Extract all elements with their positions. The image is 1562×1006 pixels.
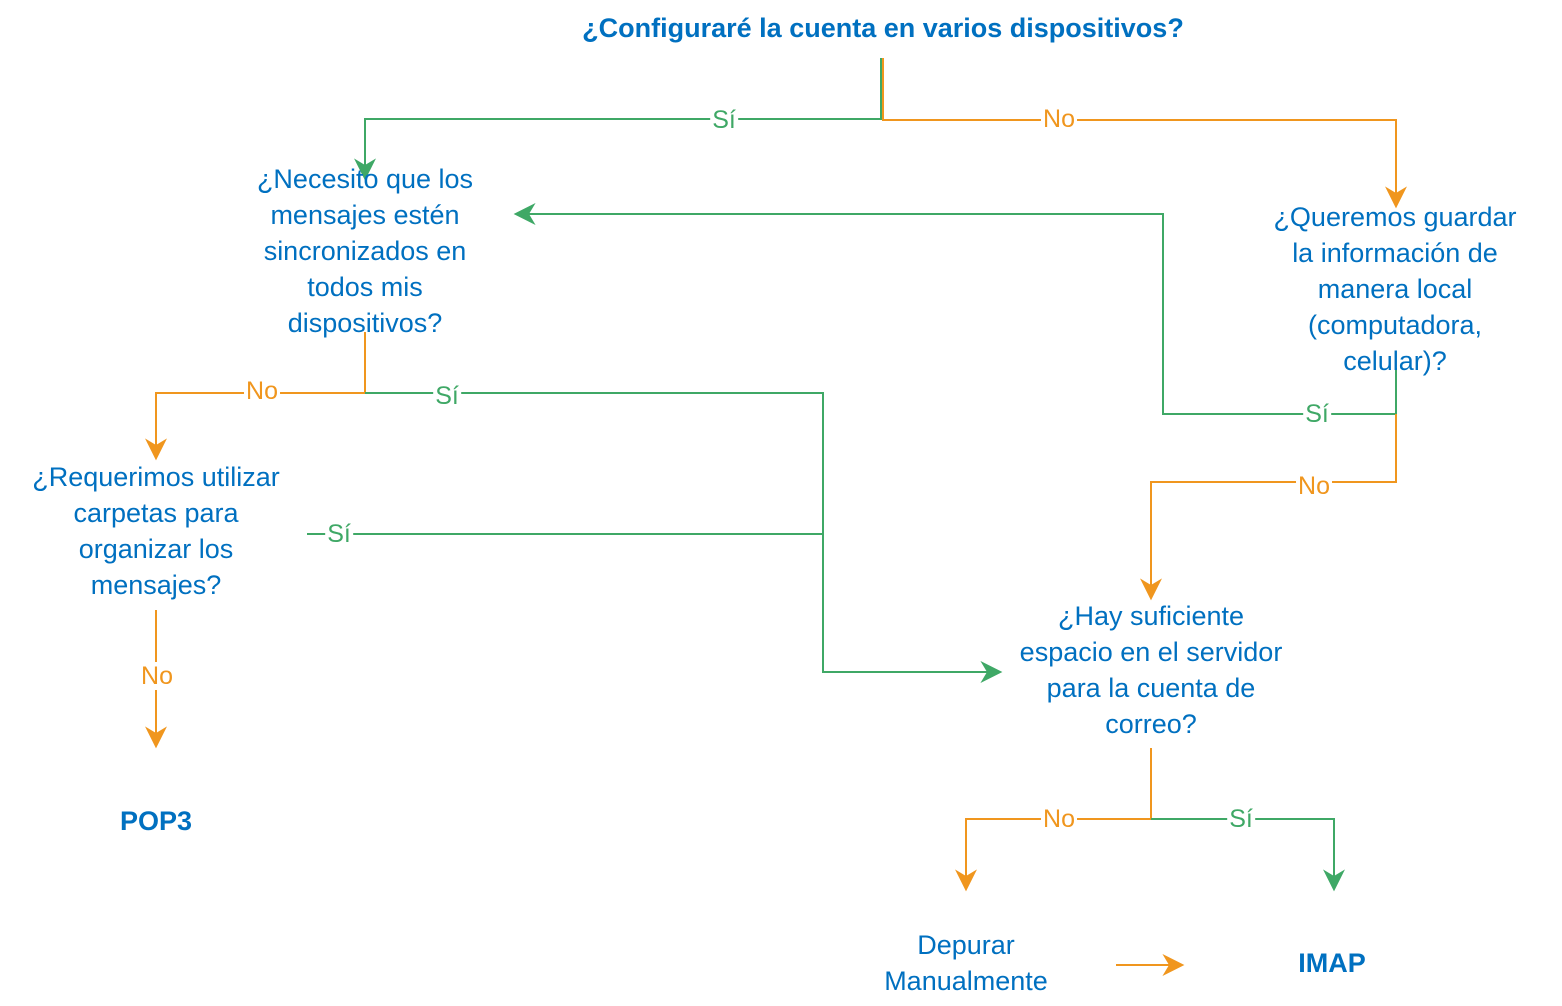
edge-label-q3-yes: Sí [1303, 400, 1331, 428]
edge-q1-no-to-q3 [882, 58, 1407, 209]
edge-label-q2-no: No [244, 377, 280, 405]
edge-label-q1-yes: Sí [710, 106, 738, 134]
node-q1-multiple-devices: ¿Configuraré la cuenta en varios disposi… [582, 13, 1184, 43]
node-pop3: POP3 [119, 806, 193, 836]
node-q3-line: ¿Queremos guardar [1273, 202, 1517, 232]
edge-label-q4-yes: Sí [325, 520, 353, 548]
edge-q3-yes-to-q2 [513, 203, 1397, 415]
node-q4-line: mensajes? [90, 570, 222, 600]
node-q5-line: ¿Hay suficiente [1057, 601, 1245, 631]
node-q3-line: la información de [1292, 238, 1498, 268]
node-q3-line: celular)? [1343, 346, 1447, 376]
node-q2-line: ¿Necesito que los [256, 164, 474, 194]
edge-label-q3-no: No [1296, 472, 1332, 500]
node-q3-local-storage: ¿Queremos guardar la información de mane… [1240, 199, 1550, 379]
node-depurar-line: Depurar [917, 930, 1015, 960]
node-q4-line: carpetas para [73, 498, 239, 528]
node-q4-folders: ¿Requerimos utilizar carpetas para organ… [6, 459, 306, 603]
node-q5-server-space: ¿Hay suficiente espacio en el servidor p… [990, 598, 1312, 742]
edge-label-q2-yes: Sí [433, 382, 461, 410]
edge-q2-yes-to-q5 [365, 392, 1003, 683]
node-q3-line: manera local [1317, 274, 1473, 304]
edge-q3-no-to-q5 [1140, 414, 1397, 601]
node-q2-line: sincronizados en [263, 236, 467, 266]
node-q2-line: mensajes estén [270, 200, 460, 230]
node-imap: IMAP [1298, 948, 1366, 978]
edge-label-q1-no: No [1041, 105, 1077, 133]
node-q5-line: espacio en el servidor [1019, 637, 1283, 667]
node-depurar-line: Manualmente [884, 966, 1048, 996]
node-q2-sync-messages: ¿Necesito que los mensajes estén sincron… [200, 161, 530, 341]
edge-label-q5-no: No [1041, 805, 1077, 833]
node-q5-line: correo? [1105, 709, 1197, 739]
node-q2-line: todos mis [307, 272, 423, 302]
edge-label-q5-yes: Sí [1227, 805, 1255, 833]
edge-q1-yes-to-q2 [354, 58, 882, 181]
node-q2-line: dispositivos? [287, 308, 443, 338]
edge-q5-yes-to-imap [1151, 818, 1345, 892]
node-depurar-manualmente: Depurar Manualmente [856, 927, 1076, 999]
node-q5-line: para la cuenta de [1046, 673, 1256, 703]
node-q4-line: ¿Requerimos utilizar [32, 462, 280, 492]
node-q3-line: (computadora, [1307, 310, 1483, 340]
edge-label-q4-no: No [139, 662, 175, 690]
node-q4-line: organizar los [78, 534, 234, 564]
